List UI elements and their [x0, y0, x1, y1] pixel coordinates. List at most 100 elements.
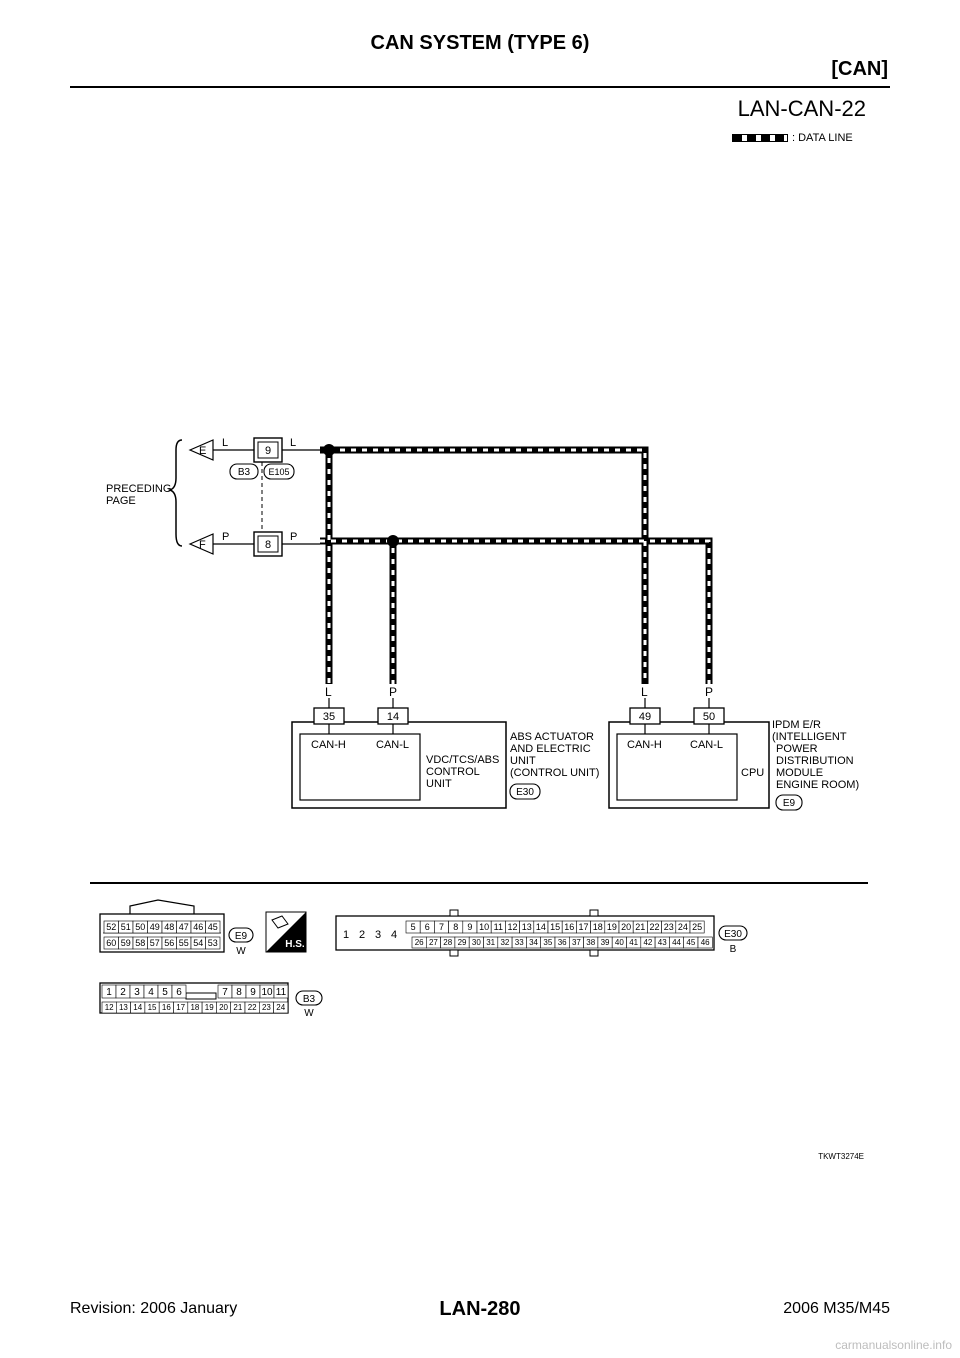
abs-name-line2: AND ELECTRIC	[510, 743, 591, 755]
abs-pin-l-label: 14	[387, 711, 399, 723]
e30-pin: 41	[629, 938, 638, 947]
b3-pin: 23	[262, 1003, 271, 1012]
e9-pin: 57	[150, 938, 160, 948]
b3-pin: 5	[162, 987, 168, 998]
e9-pin: 55	[179, 938, 189, 948]
e30-pin: 5	[411, 922, 416, 932]
preceding-brace	[167, 439, 183, 547]
e30-pin: 13	[522, 922, 532, 932]
b3-pin: 22	[248, 1003, 257, 1012]
hs-label: H.S.	[285, 939, 305, 950]
e30-pin: 7	[439, 922, 444, 932]
watermark: carmanualsonline.info	[835, 1338, 952, 1352]
ipdm-cpu: CPU	[741, 767, 764, 779]
e30-pin: 10	[479, 922, 489, 932]
connector-tag-e105	[263, 463, 295, 480]
e30-pin: 44	[672, 938, 681, 947]
e30-pin: 20	[621, 922, 631, 932]
e30-pin: 31	[486, 938, 495, 947]
ipdm-connector-tag	[775, 794, 803, 811]
splice-point-p	[387, 535, 399, 547]
e30-pin: 30	[472, 938, 481, 947]
b3-pin: 8	[236, 987, 242, 998]
e9-pin: 46	[193, 922, 203, 932]
e9-pin: 52	[106, 922, 116, 932]
b3-pin: 4	[148, 987, 154, 998]
e30-pin: 29	[458, 938, 467, 947]
data-line-swatch	[732, 134, 788, 142]
b3-pin: 15	[148, 1003, 157, 1012]
e30-pin: 28	[443, 938, 452, 947]
splice-point-l	[323, 444, 335, 456]
b3-cell	[171, 984, 187, 999]
e30-pin: 16	[564, 922, 574, 932]
footer-revision: Revision: 2006 January	[70, 1300, 238, 1317]
wire-color-l-1: L	[222, 437, 228, 449]
b3-pin: 10	[261, 987, 273, 998]
ipdm-name-line4: DISTRIBUTION	[776, 755, 854, 767]
abs-inner-line1: VDC/TCS/ABS	[426, 754, 499, 766]
e30-pin: 15	[550, 922, 560, 932]
connector-e30-tag	[718, 925, 748, 941]
e30-cell	[689, 920, 705, 934]
preceding-line1: PRECEDING	[106, 483, 171, 495]
connector-b3-tag-label: B3	[303, 994, 316, 1005]
e30-pin: 32	[500, 938, 509, 947]
b3-pin: 21	[233, 1003, 242, 1012]
e30-pin: 40	[615, 938, 624, 947]
e30-power-pin: 3	[375, 929, 381, 941]
e30-pin: 19	[607, 922, 617, 932]
e30-pin: 33	[515, 938, 524, 947]
wire-color-l-4: L	[641, 685, 648, 699]
legend: : DATA LINE	[732, 132, 853, 144]
ipdm-pin-h-label: 49	[639, 711, 651, 723]
e30-pin: 35	[543, 938, 552, 947]
image-code: TKWT3274E	[818, 1152, 864, 1161]
e30-pin: 34	[529, 938, 538, 947]
ipdm-name-line3: POWER	[776, 743, 818, 755]
e30-pin: 27	[429, 938, 438, 947]
section-label: [CAN]	[831, 58, 888, 80]
e30-pin: 12	[507, 922, 517, 932]
e30-pin: 36	[558, 938, 567, 947]
connector-e30-color: B	[730, 944, 737, 955]
abs-pin-h-label: 35	[323, 711, 335, 723]
connector-tag-b3-label: B3	[238, 467, 251, 478]
wire-color-l-2: L	[290, 437, 296, 449]
wire-color-p-2: P	[290, 531, 297, 543]
b3-pin: 9	[250, 987, 256, 998]
e30-pin: 25	[692, 922, 702, 932]
header-divider	[70, 86, 890, 88]
e30-pin: 45	[686, 938, 695, 947]
b3-pin: 16	[162, 1003, 171, 1012]
e30-pin: 24	[678, 922, 688, 932]
e9-pin: 48	[164, 922, 174, 932]
e30-pin: 23	[664, 922, 674, 932]
hs-harness-side-icon: H.S.	[265, 911, 307, 953]
abs-can-l: CAN-L	[376, 739, 409, 751]
wire-color-p-3: P	[389, 685, 397, 699]
connector-e9-tag	[228, 927, 254, 943]
abs-can-h: CAN-H	[311, 739, 346, 751]
e30-pin: 22	[649, 922, 659, 932]
e30-pin: 43	[658, 938, 667, 947]
b3-pin: 11	[276, 987, 287, 998]
connector-e9-tag-label: E9	[235, 931, 248, 942]
ipdm-name-line1: IPDM E/R	[772, 719, 821, 731]
b3-pin: 20	[219, 1003, 228, 1012]
page-title: CAN SYSTEM (TYPE 6)	[370, 32, 590, 54]
connector-e9-color: W	[236, 946, 246, 957]
arrow-f-label: F	[199, 539, 206, 551]
abs-connector-tag-label: E30	[516, 787, 534, 798]
ipdm-inner-box	[616, 733, 738, 801]
abs-connector-tag	[509, 783, 541, 800]
ipdm-pin-l-label: 50	[703, 711, 715, 723]
ipdm-can-h: CAN-H	[627, 739, 662, 751]
